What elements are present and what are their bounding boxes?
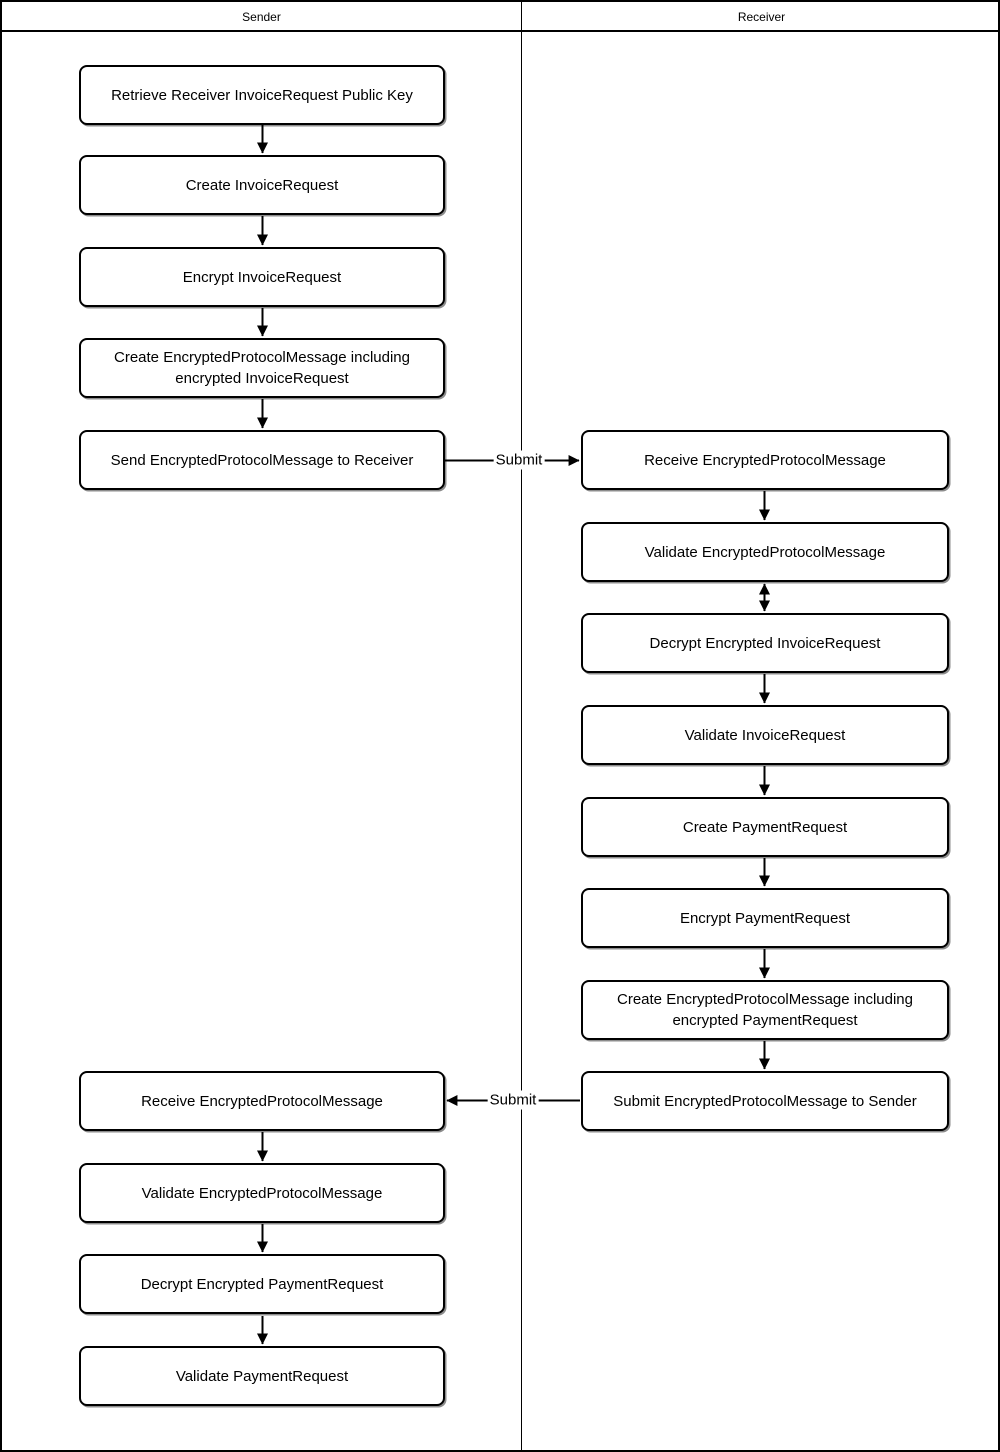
- node-receiver-receive-epm: Receive EncryptedProtocolMessage: [581, 430, 949, 490]
- lane-header-receiver-label: Receiver: [737, 9, 786, 24]
- node-encrypt-paymentrequest: Encrypt PaymentRequest: [581, 888, 949, 948]
- node-sender-validate-epm: Validate EncryptedProtocolMessage: [79, 1163, 445, 1223]
- node-create-epm-paymentrequest: Create EncryptedProtocolMessage includin…: [581, 980, 949, 1040]
- lane-divider: [520, 2, 522, 1450]
- node-decrypt-encrypted-paymentrequest: Decrypt Encrypted PaymentRequest: [79, 1254, 445, 1314]
- node-retrieve-receiver-public-key: Retrieve Receiver InvoiceRequest Public …: [79, 65, 445, 125]
- node-validate-invoicerequest: Validate InvoiceRequest: [581, 705, 949, 765]
- lane-header-sender: Sender: [2, 2, 521, 31]
- node-submit-epm-to-sender: Submit EncryptedProtocolMessage to Sende…: [581, 1071, 949, 1131]
- lane-header-underline: [2, 30, 998, 32]
- edge-label-submit-to-sender: Submit: [487, 1090, 539, 1110]
- node-send-epm-to-receiver: Send EncryptedProtocolMessage to Receive…: [79, 430, 445, 490]
- node-create-epm-invoicerequest: Create EncryptedProtocolMessage includin…: [79, 338, 445, 398]
- lane-header-sender-label: Sender: [242, 9, 281, 24]
- lane-header-receiver: Receiver: [523, 2, 998, 31]
- node-receiver-validate-epm: Validate EncryptedProtocolMessage: [581, 522, 949, 582]
- node-create-invoicerequest: Create InvoiceRequest: [79, 155, 445, 215]
- node-encrypt-invoicerequest: Encrypt InvoiceRequest: [79, 247, 445, 307]
- node-create-paymentrequest: Create PaymentRequest: [581, 797, 949, 857]
- node-validate-paymentrequest: Validate PaymentRequest: [79, 1346, 445, 1406]
- node-sender-receive-epm: Receive EncryptedProtocolMessage: [79, 1071, 445, 1131]
- node-decrypt-encrypted-invoicerequest: Decrypt Encrypted InvoiceRequest: [581, 613, 949, 673]
- edge-label-submit-to-receiver: Submit: [493, 450, 545, 470]
